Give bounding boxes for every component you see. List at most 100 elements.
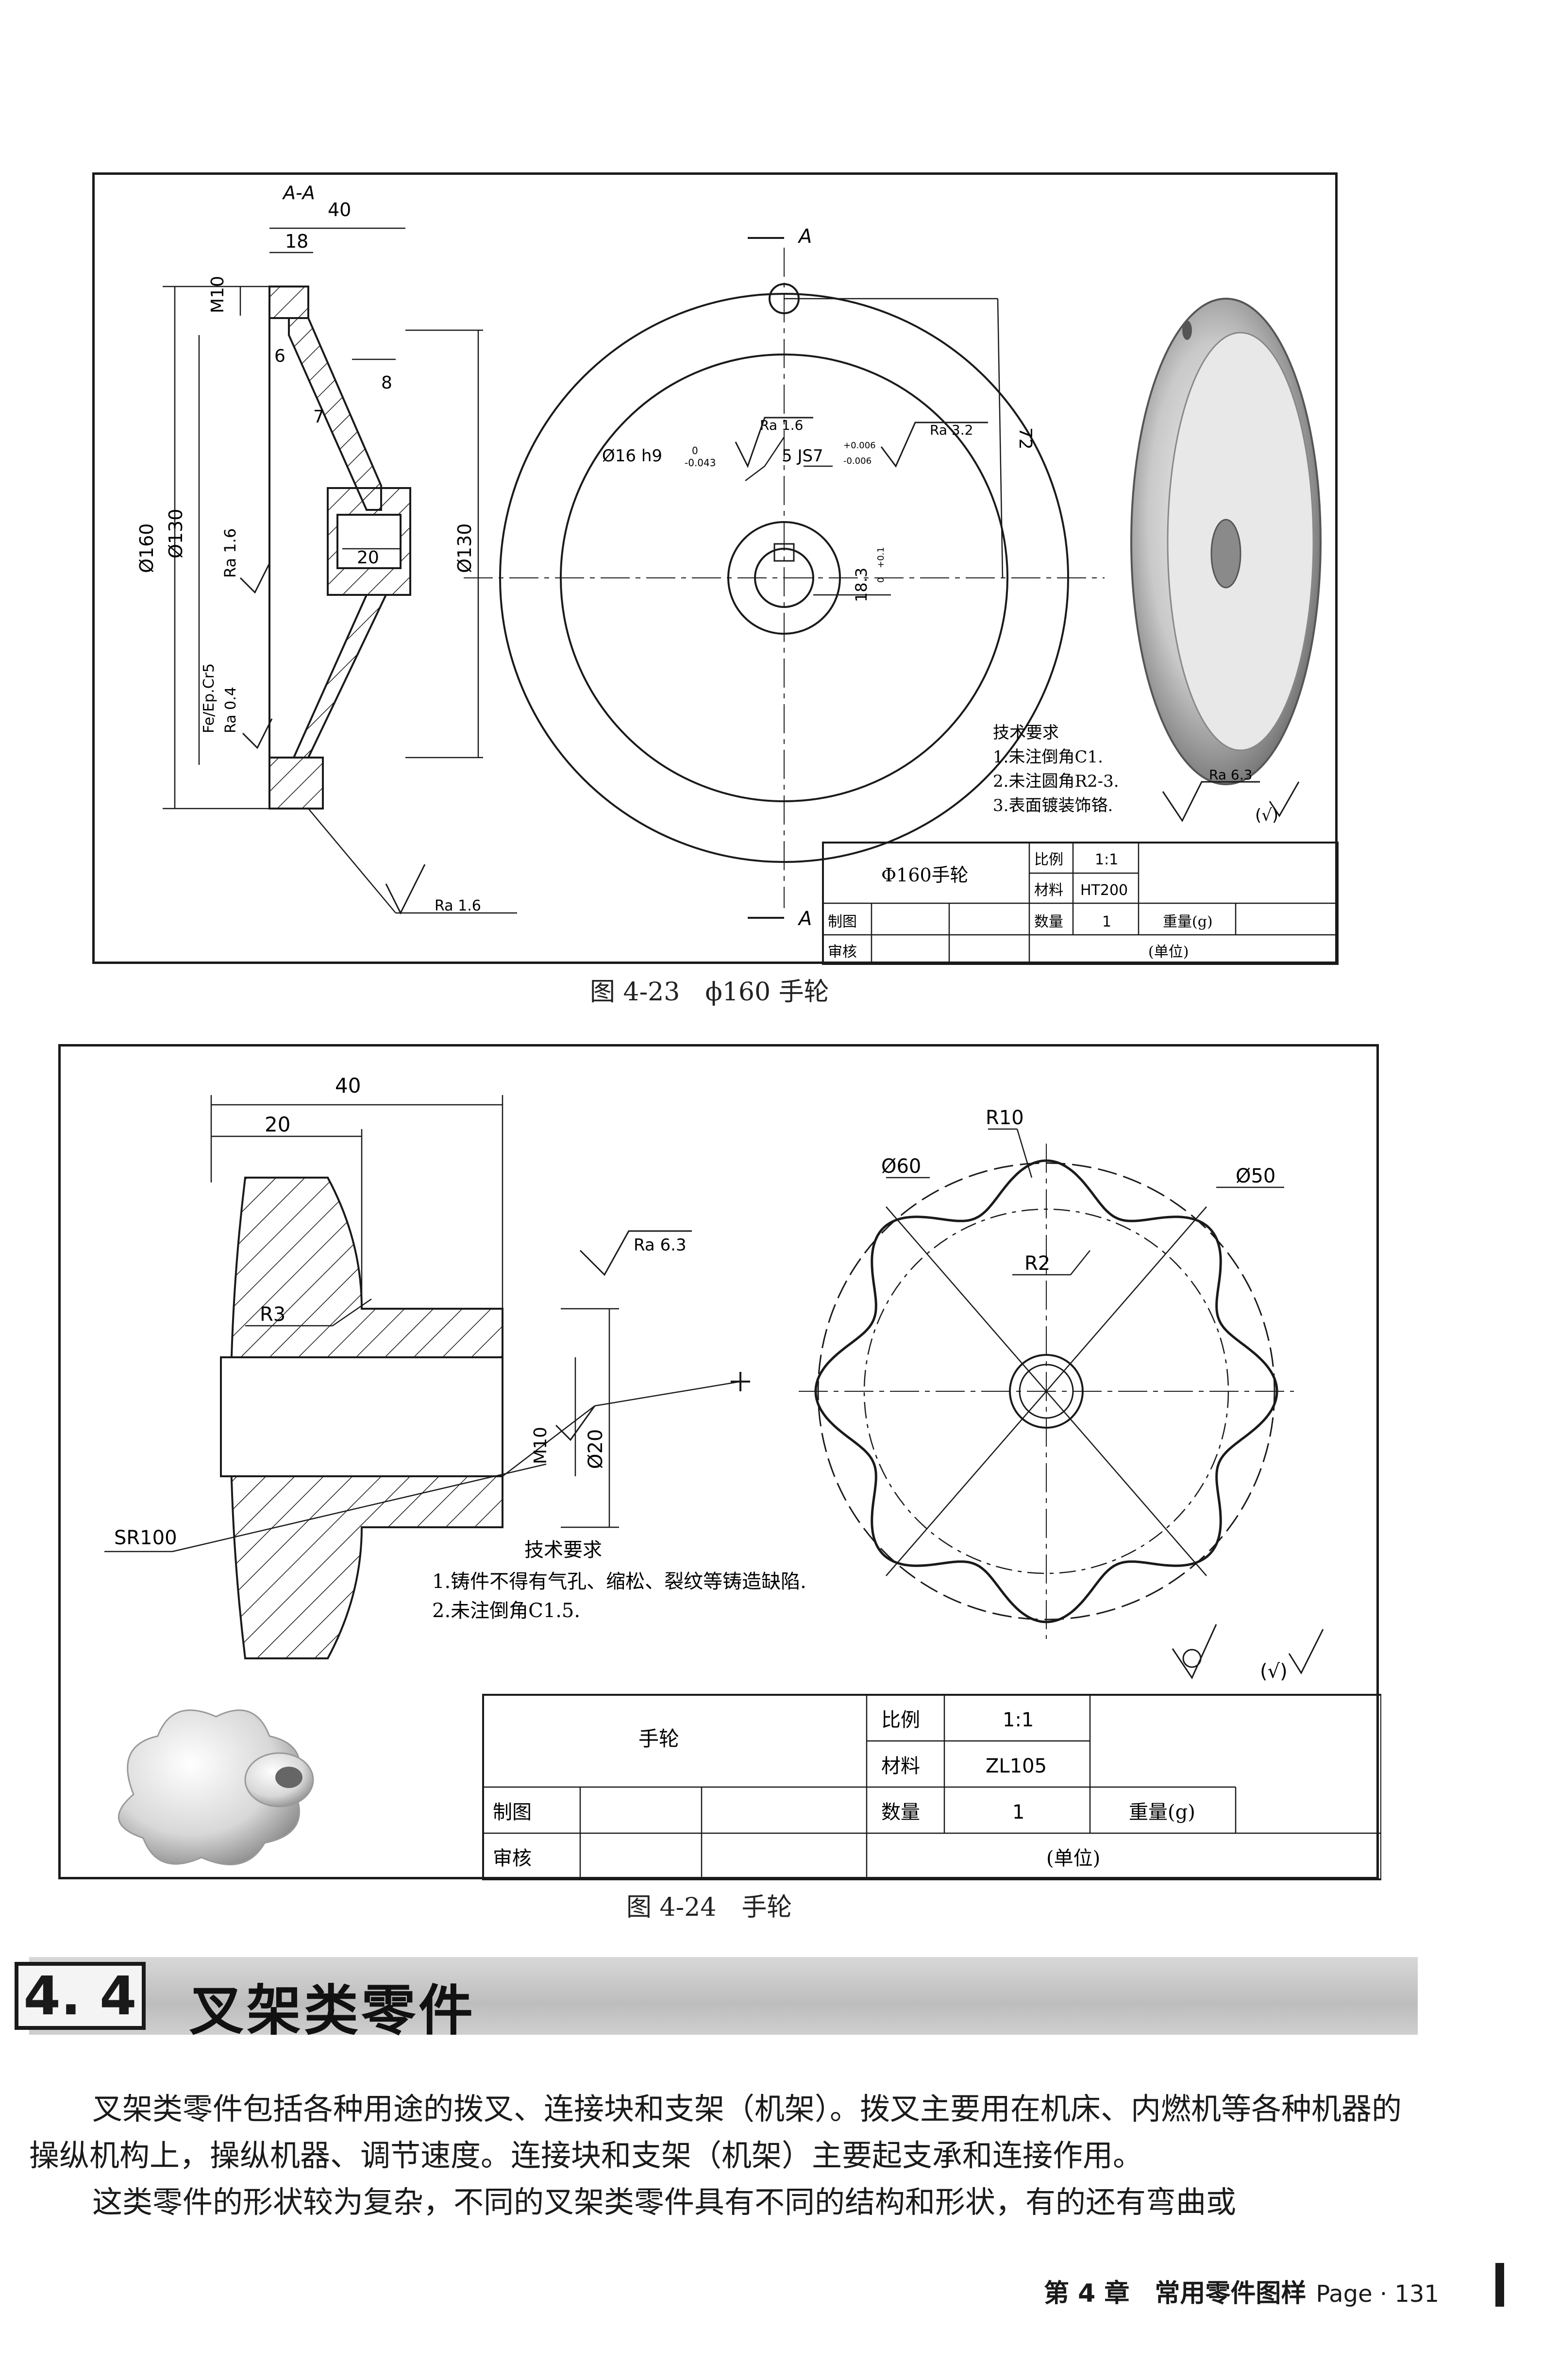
bore-tol-upper: 0 <box>692 445 698 456</box>
footer-bar <box>1495 2263 1504 2307</box>
title-block-1-grid <box>822 842 1339 965</box>
knob-dim-r3: R3 <box>260 1303 285 1326</box>
footer-chapter: 第 4 章 常用零件图样 <box>1044 2279 1307 2308</box>
footer-page-number: Page · 131 <box>1316 2280 1439 2308</box>
roughness-symbols-front <box>735 417 988 468</box>
dim-18-3: 18.3 <box>852 568 871 602</box>
title-block-2-grid <box>482 1694 1381 1880</box>
dim-phi160: Ø160 <box>136 523 157 573</box>
knob-dim-phi20: Ø20 <box>585 1429 607 1469</box>
cut-mark-top: A <box>797 225 812 248</box>
section-header-band <box>29 1957 1418 2035</box>
roughness-symbols-section <box>239 563 426 915</box>
title-block-1-material-label: 材料 <box>1034 882 1063 899</box>
knob-dim-phi60: Ø60 <box>881 1155 921 1178</box>
roughness-ra16-c: Ra 1.6 <box>760 417 803 433</box>
dim-72: 72 <box>1015 427 1035 450</box>
figure-4-23-drawing: A-A 40 18 M10 6 8 7 20 Ø160 Ø130 Ø130 Ra… <box>92 172 1339 965</box>
figure-4-24-drawing: 40 20 Ra 6.3 R3 M10 Ø20 SR100 R10 Ø60 Ø5… <box>58 1044 1381 1880</box>
title-block-2-scale-label: 比例 <box>881 1709 920 1731</box>
title-block-2-drawn: 制图 <box>493 1801 532 1823</box>
knob-roughness-ra63: Ra 6.3 <box>634 1235 687 1255</box>
knob-dim-phi50: Ø50 <box>1236 1165 1275 1187</box>
roughness-ra16-b: Ra 1.6 <box>435 897 481 914</box>
paragraph-2: 这类零件的形状较为复杂，不同的叉架类零件具有不同的结构和形状，有的还有弯曲或 <box>92 2184 1237 2220</box>
title-block-1-unit: (单位) <box>1148 944 1189 961</box>
roughness-ra04: Ra 0.4 <box>222 687 239 733</box>
keyway-tol-lower: -0.006 <box>843 456 872 466</box>
tech-item-3: 3.表面镀装饰铬. <box>993 796 1113 815</box>
paragraph-1: 叉架类零件包括各种用途的拨叉、连接块和支架（机架）。拨叉主要用在机床、内燃机等各… <box>29 2091 1402 2173</box>
wheel-3d-render <box>1130 298 1322 785</box>
section-number: 4. 4 <box>15 1962 146 2030</box>
title-block-2-name: 手轮 <box>638 1727 679 1751</box>
knob-front-view <box>799 1128 1294 1639</box>
roughness-other: (√) <box>1255 806 1278 825</box>
title-block-1-checked: 审核 <box>828 944 857 961</box>
knob-roughness-symbol <box>555 1230 692 1441</box>
title-block-2-weight-label: 重量(g) <box>1129 1801 1195 1823</box>
roughness-ra63-general: Ra 6.3 <box>1209 767 1252 783</box>
dim-18-3-tol-lower: 0 <box>876 577 886 583</box>
knob-section-view <box>220 1177 503 1659</box>
page-footer: 第 4 章 常用零件图样 Page · 131 <box>1044 2273 1439 2309</box>
title-block-1-qty: 1 <box>1102 913 1111 930</box>
section-label: A-A <box>282 182 315 203</box>
knob-tech-item-1: 1.铸件不得有气孔、缩松、裂纹等铸造缺陷. <box>432 1570 806 1593</box>
dim-18: 18 <box>285 231 308 252</box>
dim-phi130-left: Ø130 <box>165 509 186 558</box>
title-block-2-scale: 1:1 <box>1003 1709 1034 1731</box>
title-block-2-unit: (单位) <box>1046 1847 1100 1870</box>
cut-mark-bottom: A <box>797 908 812 930</box>
dim-6: 6 <box>274 346 285 366</box>
handwheel-knob-drawing: 40 20 Ra 6.3 R3 M10 Ø20 SR100 R10 Ø60 Ø5… <box>104 1074 1381 1880</box>
tech-title: 技术要求 <box>993 723 1059 743</box>
title-block-2-checked: 审核 <box>493 1847 532 1870</box>
knob-section-dims <box>104 1095 750 1553</box>
title-block-1-drawn: 制图 <box>828 913 857 930</box>
plating-note: Fe/Ep.Cr5 <box>201 663 218 733</box>
front-view <box>464 237 1105 919</box>
keyway-tol-upper: +0.006 <box>843 440 876 451</box>
title-block-1-material: HT200 <box>1080 882 1128 899</box>
title-block-2-qty-label: 数量 <box>881 1801 920 1823</box>
figure-4-23-caption: 图 4-23 ϕ160 手轮 <box>590 978 829 1007</box>
roughness-general-symbol <box>1162 781 1300 822</box>
handwheel-160-drawing: A-A 40 18 M10 6 8 7 20 Ø160 Ø130 Ø130 Ra… <box>136 182 1339 965</box>
title-block-2-qty: 1 <box>1012 1801 1024 1823</box>
title-block-1-name: Φ160手轮 <box>881 864 969 886</box>
knob-dim-sr100: SR100 <box>114 1527 177 1549</box>
section-dimension-lines <box>163 227 517 914</box>
knob-dim-m10: M10 <box>531 1427 551 1464</box>
knob-dim-40: 40 <box>335 1074 361 1097</box>
knob-tech-item-2: 2.未注倒角C1.5. <box>432 1600 580 1622</box>
knob-dim-r2: R2 <box>1024 1252 1050 1275</box>
roughness-ra16-a: Ra 1.6 <box>221 528 239 578</box>
title-block-1-qty-label: 数量 <box>1034 913 1063 930</box>
title-block-1-scale: 1:1 <box>1095 851 1118 868</box>
knob-tech-title: 技术要求 <box>524 1539 602 1561</box>
tech-item-2: 2.未注圆角R2-3. <box>993 772 1119 791</box>
keyway-dimension: 5 JS7 <box>782 446 823 466</box>
knob-3d-render <box>117 1709 314 1865</box>
figure-4-24-caption: 图 4-24 手轮 <box>626 1893 792 1922</box>
bore-tol-lower: -0.043 <box>685 457 716 469</box>
bore-dimension: Ø16 h9 <box>602 446 662 466</box>
dim-18-3-tol-upper: +0.1 <box>876 547 886 568</box>
knob-roughness-general-symbol <box>1172 1624 1324 1680</box>
dim-7: 7 <box>313 407 324 427</box>
dim-40: 40 <box>328 199 351 220</box>
dim-m10: M10 <box>208 276 228 313</box>
knob-roughness-other: (√) <box>1260 1660 1288 1683</box>
title-block-2-material: ZL105 <box>986 1755 1047 1777</box>
title-block-2-material-label: 材料 <box>881 1755 920 1777</box>
tech-item-1: 1.未注倒角C1. <box>993 747 1103 767</box>
dim-20: 20 <box>357 548 379 568</box>
dim-phi130-right: Ø130 <box>454 523 475 573</box>
roughness-ra32: Ra 3.2 <box>930 422 973 438</box>
knob-dim-r10: R10 <box>986 1107 1024 1129</box>
dim-8: 8 <box>381 373 392 393</box>
section-title: 叉架类零件 <box>189 1979 476 2042</box>
title-block-1-weight-label: 重量(g) <box>1163 913 1213 930</box>
knob-dim-20: 20 <box>265 1113 290 1136</box>
